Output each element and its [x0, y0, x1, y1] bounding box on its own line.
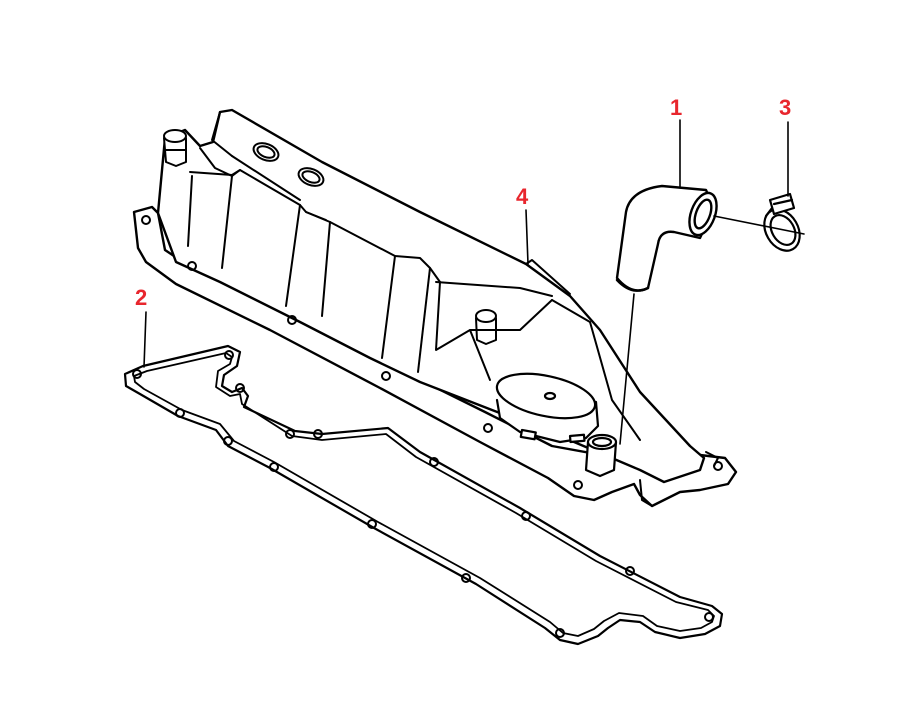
gasket-hole	[269, 462, 279, 472]
cover-end-detail	[639, 451, 719, 507]
gasket-hole	[132, 369, 142, 379]
gasket-inner-outline	[133, 352, 715, 637]
hose-spigot	[584, 433, 618, 478]
gasket-hole	[224, 350, 234, 360]
callout-number-1: 1	[670, 95, 683, 120]
hose-clamp	[763, 192, 801, 252]
leader-line-2	[143, 311, 147, 368]
gasket-hole	[175, 408, 185, 418]
callout-number-3: 3	[779, 95, 792, 120]
gasket-hole	[704, 612, 714, 622]
cover-gasket	[123, 344, 724, 646]
gasket-hole	[367, 519, 377, 529]
breather-valve	[495, 372, 600, 444]
cover-ports	[252, 142, 325, 187]
cover-stud-left	[163, 129, 187, 167]
gasket-outline	[123, 344, 724, 646]
gasket-hole	[625, 566, 635, 576]
gasket-hole	[521, 511, 531, 521]
gasket-hole	[555, 628, 565, 638]
gasket-hole	[235, 383, 245, 393]
gasket-hole	[461, 573, 471, 583]
gasket-hole	[313, 429, 323, 439]
gasket-hole	[429, 457, 439, 467]
oil-separator-cover	[132, 108, 738, 508]
leader-lines	[143, 119, 805, 445]
breather-hose	[615, 184, 718, 292]
gasket-hole	[285, 429, 295, 439]
gasket-bolt-holes	[132, 350, 714, 638]
callout-number-4: 4	[516, 184, 529, 209]
leader-line-1b	[619, 293, 635, 445]
leader-line-3b	[713, 215, 805, 235]
callout-number-2: 2	[135, 285, 148, 310]
cover-ribs	[187, 111, 641, 441]
cover-stud-right	[475, 309, 497, 345]
leader-line-4	[525, 209, 529, 265]
gasket-hole	[223, 436, 233, 446]
